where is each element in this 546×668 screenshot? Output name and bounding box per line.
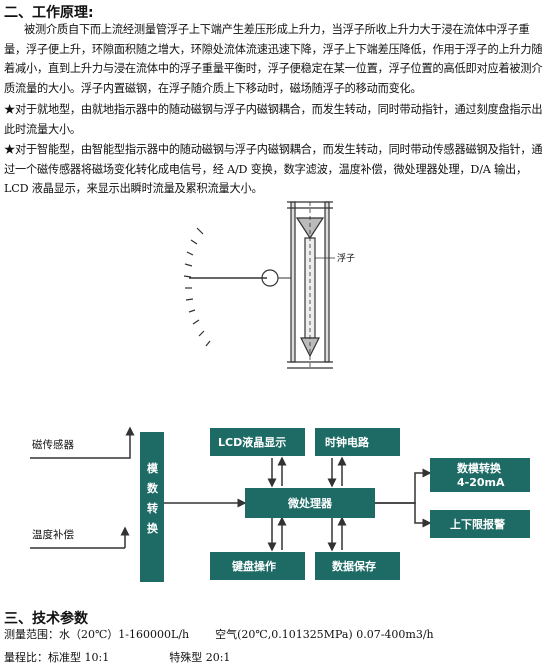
range-water: 水（20℃）1-160000L/h bbox=[59, 628, 190, 641]
local-type-paragraph: ★对于就地型，由就地指示器中的随动磁钢与浮子内磁钢耦合，而发生转动，同时带动指针… bbox=[4, 103, 543, 136]
ratio-standard: 标准型 10:1 bbox=[48, 651, 110, 664]
adc-char-2: 数 bbox=[147, 481, 159, 495]
dac-block bbox=[430, 458, 530, 492]
keypad-label: 键盘操作 bbox=[231, 559, 276, 573]
spec-range-ratio: 量程比：标准型 10:1 特殊型 20:1 bbox=[4, 650, 230, 666]
clock-label: 时钟电路 bbox=[325, 435, 370, 449]
alarm-label: 上下限报警 bbox=[450, 517, 505, 531]
keypad-block bbox=[210, 552, 305, 580]
range-label: 测量范围： bbox=[4, 628, 59, 641]
storage-block bbox=[315, 552, 400, 580]
spec-measuring-range: 测量范围：水（20℃）1-160000L/h 空气(20℃,0.101325MPa… bbox=[4, 627, 434, 643]
sensor-label: 磁传感器 bbox=[32, 438, 74, 451]
cpu-label: 微处理器 bbox=[287, 496, 333, 510]
temp-comp-label: 温度补偿 bbox=[32, 528, 74, 541]
flowmeter-diagram: 浮子 bbox=[183, 201, 355, 369]
dac-label-2: 4-20mA bbox=[457, 476, 505, 489]
section-title-principle: 二、工作原理: bbox=[4, 5, 94, 21]
ratio-label: 量程比： bbox=[4, 651, 48, 664]
meter-tube bbox=[287, 201, 333, 369]
adc-block bbox=[140, 432, 164, 582]
storage-label: 数据保存 bbox=[332, 559, 376, 573]
smart-type-paragraph: ★对于智能型，由智能型指示器中的随动磁钢与浮子内磁钢耦合，而发生转动，同时带动传… bbox=[4, 143, 543, 196]
section-title-specs: 三、技术参数 bbox=[4, 611, 88, 627]
adc-char-3: 转 bbox=[147, 501, 158, 515]
adc-char-4: 换 bbox=[147, 521, 159, 535]
block-diagram: 磁传感器 温度补偿 模 数 转 换 LCD液晶显示 时钟电路 微处理器 键盘操作… bbox=[30, 426, 530, 582]
lcd-block bbox=[210, 428, 305, 456]
principle-paragraph: 被测介质自下而上流经测量管浮子上下端产生差压形成上升力，当浮子所收上升力大于浸在… bbox=[4, 23, 543, 96]
dial-scale bbox=[183, 227, 211, 347]
cpu-block bbox=[245, 488, 375, 518]
alarm-block bbox=[430, 510, 530, 538]
ratio-special: 特殊型 20:1 bbox=[169, 651, 231, 664]
clock-block bbox=[315, 428, 400, 456]
adc-char-1: 模 bbox=[147, 461, 159, 475]
range-air: 空气(20℃,0.101325MPa) 0.07-400m3/h bbox=[215, 628, 434, 641]
float-label: 浮子 bbox=[337, 252, 355, 264]
lcd-label: LCD液晶显示 bbox=[218, 435, 286, 449]
dac-label-1: 数模转换 bbox=[457, 461, 502, 475]
